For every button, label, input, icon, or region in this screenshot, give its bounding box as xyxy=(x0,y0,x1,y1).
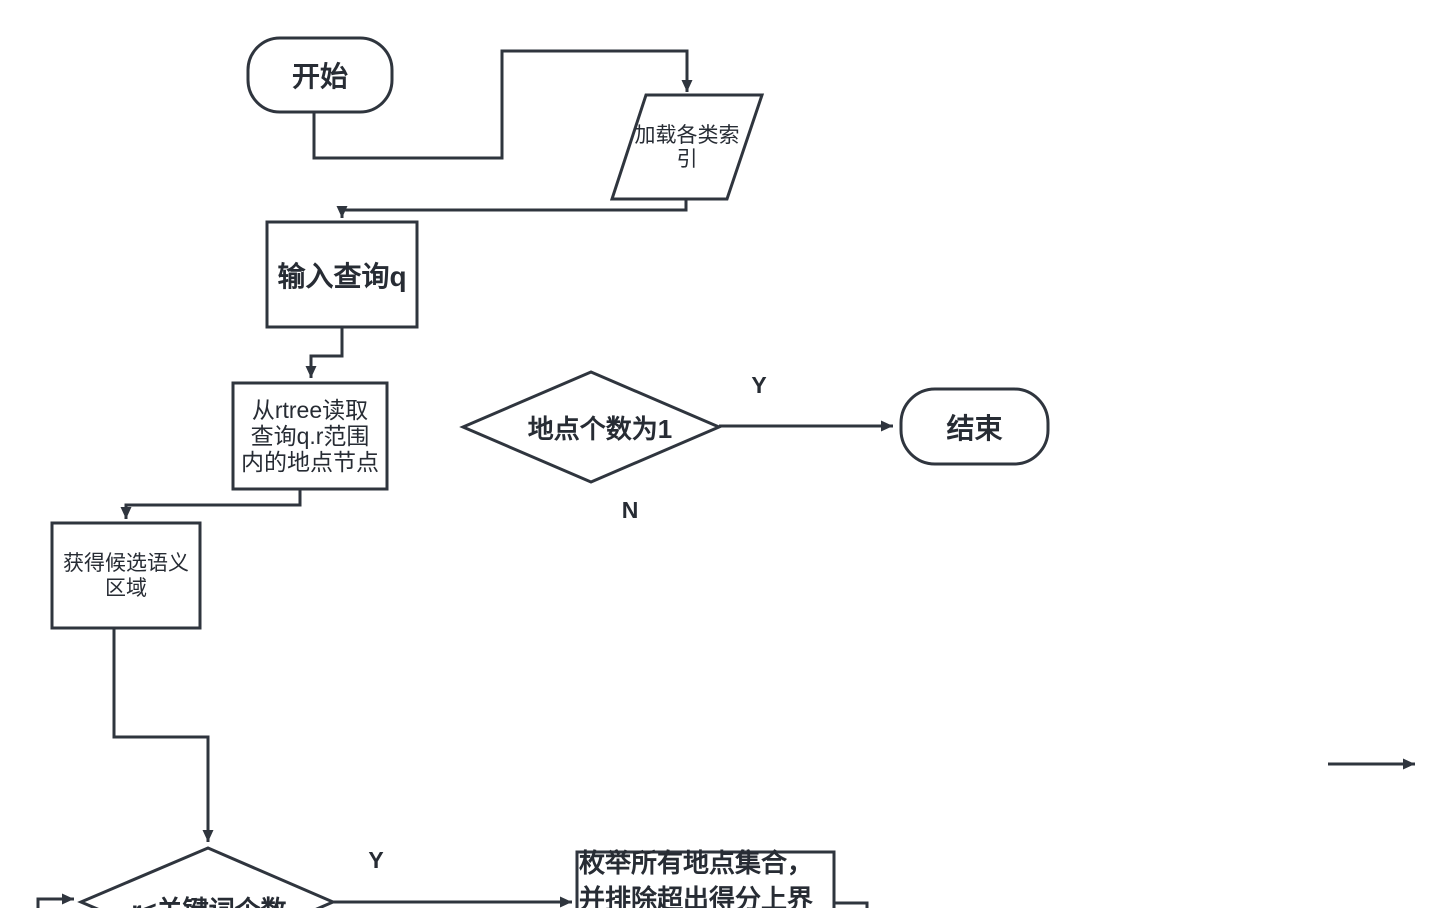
edge-rtree-read-to-candidate-region[interactable] xyxy=(120,489,302,519)
edge-enumerate-out-right[interactable] xyxy=(834,901,869,908)
edge-label-place-count-no: N xyxy=(621,496,639,523)
rtree-read-line-2: 查询q.r范围 xyxy=(250,423,370,449)
candidate-region-node[interactable] xyxy=(50,521,202,630)
edge-start-to-load-index[interactable] xyxy=(312,49,693,160)
edge-load-index-to-input-query[interactable] xyxy=(336,199,688,218)
start-node[interactable] xyxy=(246,36,394,114)
place-count-decision-node[interactable] xyxy=(459,370,723,484)
enumerate-sets-line-2: 并排除超出得分上界 xyxy=(579,884,814,908)
input-query-node[interactable] xyxy=(265,220,419,329)
input-query-node-label: 输入查询q xyxy=(277,260,407,292)
candidate-region-line-2: 区域 xyxy=(105,576,147,600)
load-index-node-label: 加载各类索 引 xyxy=(627,111,747,184)
candidate-region-node-label: 获得候选语义 区域 xyxy=(52,523,200,628)
load-index-line-2: 引 xyxy=(676,147,698,171)
candidate-region-line-1: 获得候选语义 xyxy=(63,551,189,575)
rtree-read-node-label: 从rtree读取 查询q.r范围 内的地点节点 xyxy=(233,385,387,487)
rtree-read-node[interactable] xyxy=(231,381,389,491)
enumerate-sets-node-label: 枚举所有地点集合， 并排除超出得分上界 xyxy=(579,848,832,908)
end-node-label: 结束 xyxy=(946,412,1003,444)
place-count-decision-label: 地点个数为1 xyxy=(527,413,673,444)
keyword-count-decision-label: r<关键词个数 xyxy=(89,890,329,908)
enumerate-sets-line-1: 枚举所有地点集合， xyxy=(579,848,814,878)
edge-label-place-count-yes: Y xyxy=(751,371,767,398)
load-index-line-1: 加载各类索 xyxy=(634,123,740,147)
rtree-read-line-3: 内的地点节点 xyxy=(241,449,379,475)
end-node[interactable] xyxy=(899,387,1050,466)
rtree-read-line-1: 从rtree读取 xyxy=(251,397,369,423)
start-node-label: 开始 xyxy=(291,61,348,92)
enumerate-sets-node[interactable] xyxy=(575,850,836,908)
edge-candidate-region-to-keyword-count[interactable] xyxy=(112,628,214,842)
keyword-count-decision-node[interactable] xyxy=(77,846,337,908)
load-index-node[interactable] xyxy=(609,93,765,201)
edge-loop-into-keyword-count[interactable] xyxy=(36,893,74,908)
edge-label-keyword-count-yes: Y xyxy=(368,846,384,873)
edge-input-query-to-rtree-read[interactable] xyxy=(305,327,344,378)
